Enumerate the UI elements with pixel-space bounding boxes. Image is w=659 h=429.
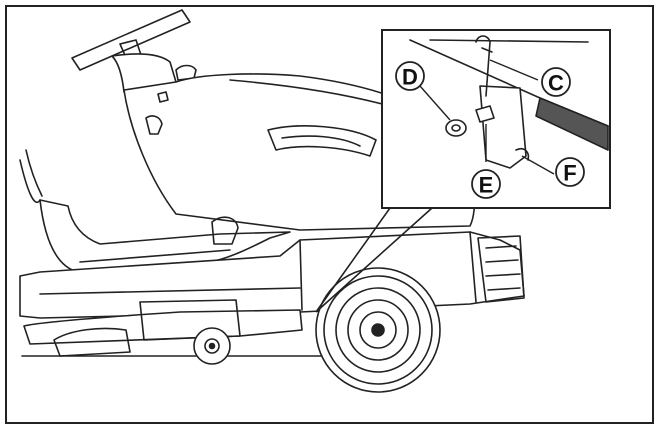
- callout-d: D: [395, 61, 425, 91]
- callout-label-c: C: [548, 71, 564, 96]
- leader-line-c: [489, 59, 539, 81]
- callout-label-e: E: [479, 173, 494, 198]
- inset-pointer: [315, 207, 433, 313]
- leader-line-f: [521, 155, 555, 175]
- callout-label-f: F: [563, 161, 576, 186]
- callout-e: E: [471, 169, 501, 199]
- callout-label-d: D: [402, 65, 418, 90]
- detail-inset: D C E F: [315, 29, 611, 313]
- callout-f: F: [555, 157, 585, 187]
- leader-line-d: [419, 85, 451, 121]
- callout-c: C: [541, 67, 571, 97]
